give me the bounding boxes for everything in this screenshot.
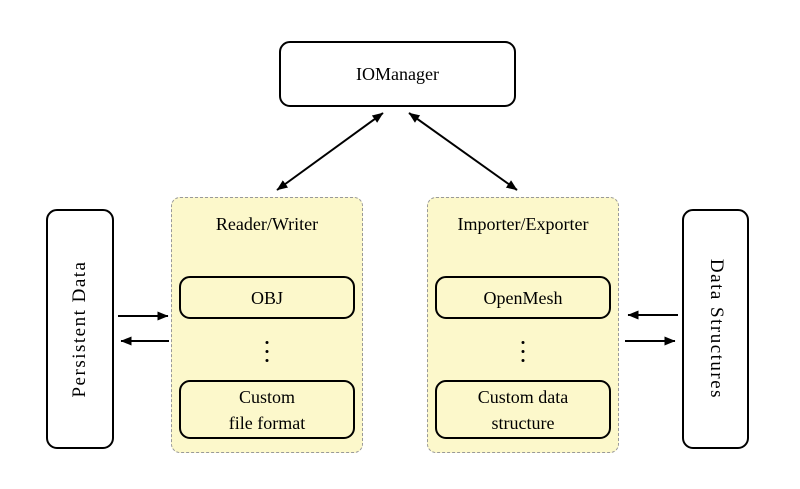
custom-file-format-line2: file format (228, 412, 306, 433)
openmesh-node: OpenMesh (435, 276, 611, 319)
persistent-data-node: Persistent Data (46, 209, 114, 449)
custom-data-structure-line1: Custom data (477, 386, 569, 407)
vertical-ellipsis-icon (521, 341, 525, 362)
iomanager-node: IOManager (279, 41, 516, 107)
persistent-data-label: Persistent Data (69, 260, 90, 398)
iomanager-label: IOManager (356, 63, 439, 84)
arrow-iomanager-importer-exporter (408, 112, 518, 191)
importer-exporter-title: Importer/Exporter (457, 214, 589, 234)
reader-writer-panel: Reader/Writer OBJ Custom file format (171, 197, 363, 453)
custom-file-format-node: Custom file format (179, 380, 355, 439)
data-structures-node: Data Structures (682, 209, 749, 449)
reader-writer-title: Reader/Writer (215, 214, 319, 234)
data-structures-label: Data Structures (705, 258, 727, 400)
vertical-ellipsis-icon (265, 341, 269, 362)
custom-data-structure-node: Custom data structure (435, 380, 611, 439)
obj-label: OBJ (250, 287, 283, 308)
openmesh-label: OpenMesh (483, 287, 563, 308)
arrow-iomanager-reader-writer (276, 112, 384, 191)
custom-file-format-line1: Custom (238, 386, 295, 407)
custom-data-structure-line2: structure (491, 412, 555, 433)
importer-exporter-panel: Importer/Exporter OpenMesh Custom data s… (427, 197, 619, 453)
obj-node: OBJ (179, 276, 355, 319)
